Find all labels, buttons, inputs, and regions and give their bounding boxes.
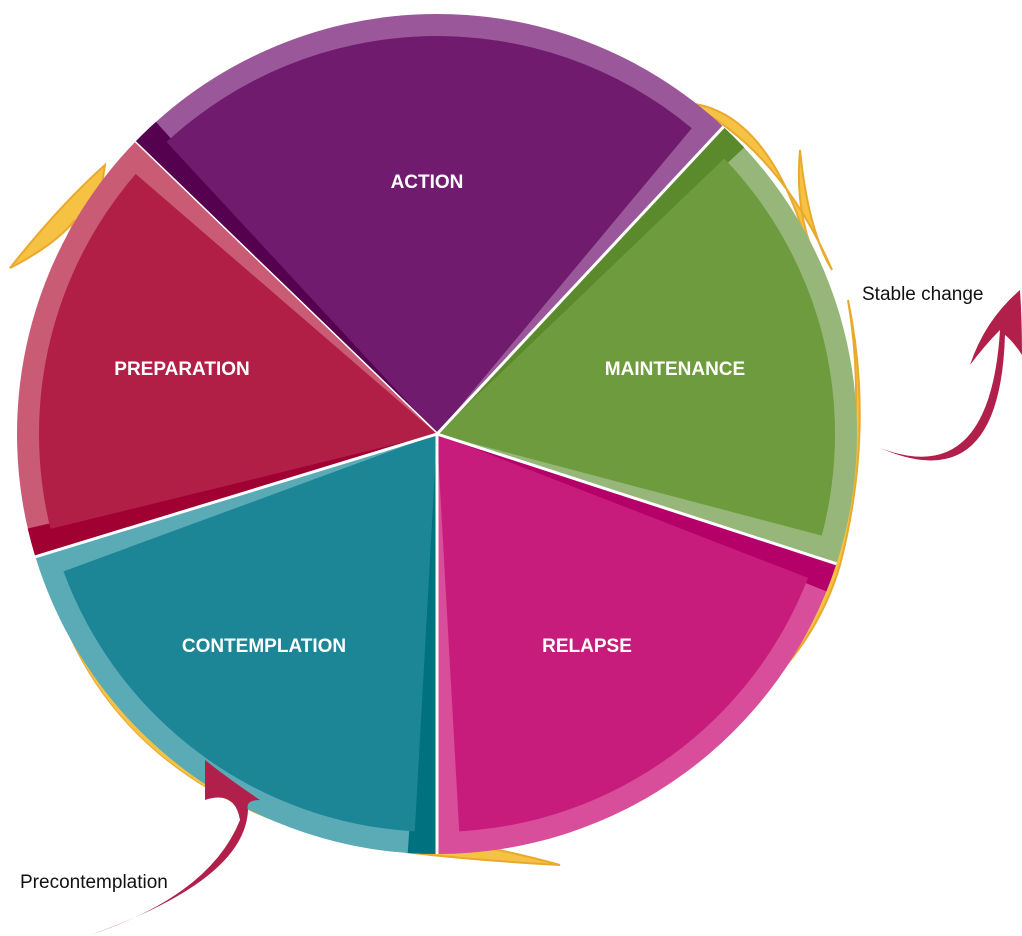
exit-arrow (880, 290, 1022, 461)
stage-label-maintenance: MAINTENANCE (605, 359, 745, 380)
segment-action-face (166, 35, 692, 435)
segment-divider (435, 125, 725, 436)
segment-divider (436, 432, 837, 566)
segment-preparation-face (39, 173, 437, 529)
stage-label-contemplation: CONTEMPLATION (182, 636, 346, 657)
segment-relapse (436, 432, 837, 854)
segment-contemplation-face (63, 434, 438, 832)
segment-divider (133, 141, 439, 436)
precontemplation-label: Precontemplation (20, 872, 168, 893)
stage-label-preparation: PREPARATION (114, 359, 249, 380)
segment-action (133, 13, 724, 436)
segment-maintenance-shadow (437, 126, 745, 434)
stage-label-relapse: RELAPSE (542, 636, 632, 657)
segment-contemplation (35, 434, 439, 854)
segment-divider (34, 432, 438, 559)
stage-wheel (16, 13, 857, 854)
entry-arrow (90, 760, 260, 935)
stage-label-action: ACTION (391, 172, 464, 193)
segment-action-shadow (134, 121, 437, 434)
segment-preparation (16, 142, 438, 559)
segment-relapse-face (437, 434, 809, 832)
exit-arrow-shape (880, 290, 1022, 461)
entry-arrow-shape (90, 760, 260, 935)
segment-maintenance-face (437, 158, 835, 536)
segment-maintenance (435, 125, 857, 564)
stable-change-label: Stable change (862, 284, 984, 305)
